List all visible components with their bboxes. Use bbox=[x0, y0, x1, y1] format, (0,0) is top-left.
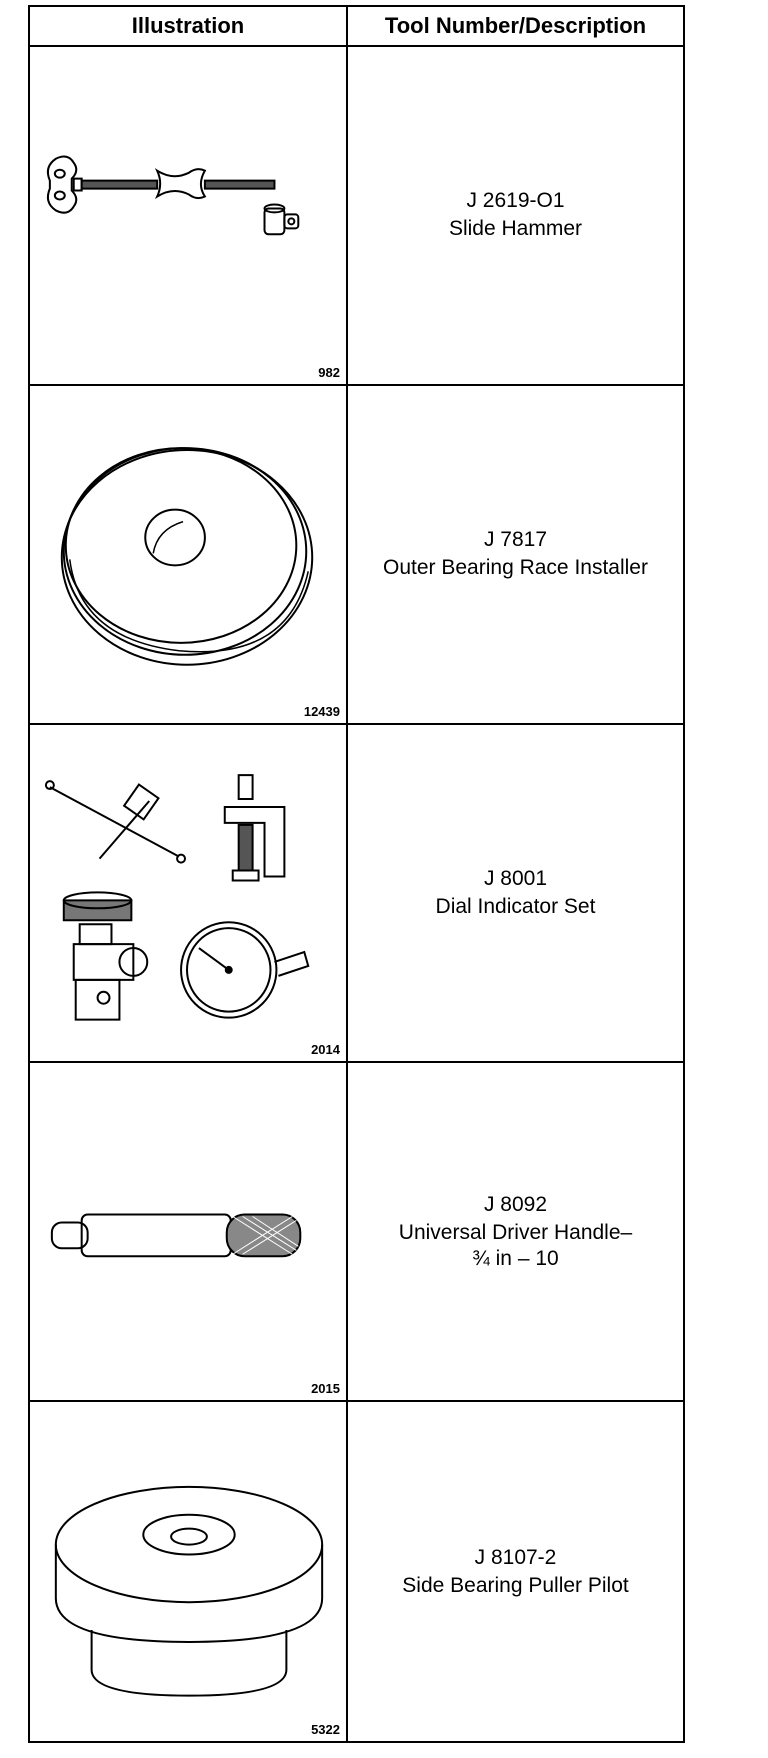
tool-description: Outer Bearing Race Installer bbox=[383, 556, 648, 580]
dial-indicator-set-icon bbox=[30, 725, 346, 1062]
tool-description-cell: J 8107-2 Side Bearing Puller Pilot bbox=[348, 1402, 683, 1741]
header-tool-description: Tool Number/Description bbox=[348, 7, 683, 47]
tool-table: Illustration Tool Number/Description 982… bbox=[28, 5, 685, 1743]
tool-number: J 2619-O1 bbox=[466, 189, 565, 213]
bearing-race-installer-icon bbox=[30, 386, 346, 723]
tool-number: J 7817 bbox=[483, 528, 548, 552]
illustration-cell: 982 bbox=[30, 47, 348, 386]
figure-number: 5322 bbox=[311, 1721, 340, 1737]
tool-number: J 8092 bbox=[483, 1192, 548, 1216]
tool-description: Dial Indicator Set bbox=[435, 894, 596, 918]
tool-description-size: ¾ in – 10 bbox=[472, 1246, 559, 1270]
tool-number: J 8001 bbox=[483, 866, 548, 890]
tool-description: Side Bearing Puller Pilot bbox=[402, 1573, 629, 1597]
figure-number: 2015 bbox=[311, 1381, 340, 1397]
illustration-cell: 12439 bbox=[30, 385, 348, 725]
tool-description: Universal Driver Handle– bbox=[398, 1220, 633, 1244]
slide-hammer-icon bbox=[30, 47, 346, 384]
puller-pilot-icon bbox=[30, 1402, 346, 1741]
tool-description: Slide Hammer bbox=[448, 217, 583, 241]
illustration-cell: 5322 bbox=[30, 1402, 348, 1741]
illustration-cell: 2015 bbox=[30, 1063, 348, 1403]
tool-number: J 8107-2 bbox=[474, 1545, 557, 1569]
figure-number: 2014 bbox=[311, 1042, 340, 1058]
tool-description-cell: J 8092 Universal Driver Handle– ¾ in – 1… bbox=[348, 1063, 683, 1403]
driver-handle-icon bbox=[30, 1063, 346, 1400]
illustration-cell: 2014 bbox=[30, 724, 348, 1064]
header-illustration: Illustration bbox=[30, 7, 348, 47]
tool-description-cell: J 8001 Dial Indicator Set bbox=[348, 725, 683, 1064]
figure-number: 982 bbox=[318, 364, 340, 380]
tool-description-cell: J 2619-O1 Slide Hammer bbox=[348, 47, 683, 386]
figure-number: 12439 bbox=[303, 703, 340, 719]
tool-description-cell: J 7817 Outer Bearing Race Installer bbox=[348, 386, 683, 725]
